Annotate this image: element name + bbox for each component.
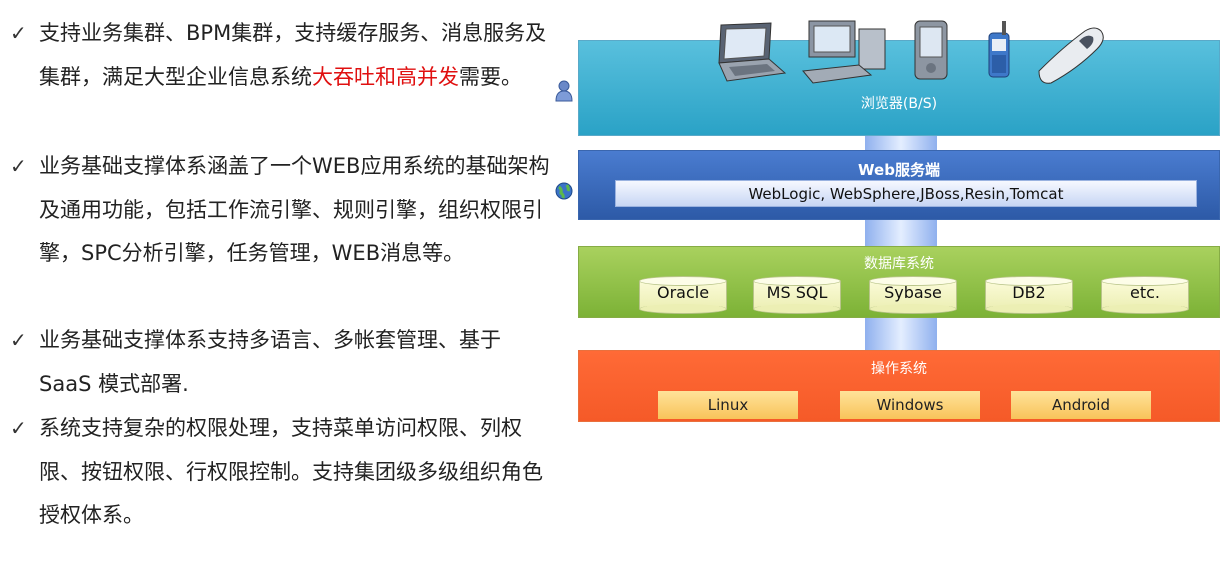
- user-icon: [553, 80, 575, 102]
- check-icon: ✓: [10, 416, 27, 440]
- web-server-layer: Web服务端 WebLogic, WebSphere,JBoss,Resin,T…: [578, 150, 1220, 220]
- database-label: Sybase: [884, 283, 942, 302]
- feature-bullet: ✓ 业务基础支撑体系涵盖了一个WEB应用系统的基础架构及通用功能，包括工作流引擎…: [8, 145, 567, 319]
- bullet-text-end: 需要。: [459, 64, 522, 89]
- os-layer: 操作系统 Linux Windows Android: [578, 350, 1220, 422]
- app-servers-box: WebLogic, WebSphere,JBoss,Resin,Tomcat: [615, 180, 1197, 207]
- check-icon: ✓: [10, 21, 27, 45]
- pda-icon: [914, 20, 948, 80]
- desktop-icon: [802, 20, 886, 84]
- connector-beam: [865, 132, 937, 154]
- database-layer: 数据库系统 Oracle MS SQL Sybase DB2 etc.: [578, 246, 1220, 318]
- bullet-text: 业务基础支撑体系涵盖了一个WEB应用系统的基础架构及通用功能，包括工作流引擎、规…: [39, 154, 550, 265]
- bullet-text: 业务基础支撑体系支持多语言、多帐套管理、基于SaaS 模式部署.: [39, 328, 501, 396]
- database-cylinder: MS SQL: [753, 276, 841, 314]
- check-icon: ✓: [10, 154, 27, 178]
- bullet-highlight: 大吞吐和高并发: [312, 64, 459, 89]
- database-cylinder: DB2: [985, 276, 1073, 314]
- architecture-diagram: 浏览器(B/S) Web服务端 WebLogic, WebSphere,JBos…: [553, 20, 1225, 436]
- database-label: MS SQL: [766, 283, 828, 302]
- web-layer-title: Web服务端: [858, 161, 940, 179]
- feature-bullet: ✓ 系统支持复杂的权限处理，支持菜单访问权限、列权 限、按钮权限、行权限控制。支…: [8, 407, 549, 538]
- mobile-phone-icon: [988, 21, 1010, 78]
- database-layer-title: 数据库系统: [864, 256, 934, 272]
- browser-layer-title: 浏览器(B/S): [860, 96, 938, 112]
- globe-icon: [553, 180, 575, 202]
- handheld-scanner-icon: [1038, 27, 1104, 84]
- feature-bullet: ✓ 支持业务集群、BPM集群，支持缓存服务、消息服务及集群，满足大型企业信息系统…: [8, 12, 549, 145]
- check-icon: ✓: [10, 328, 27, 352]
- laptop-icon: [718, 22, 787, 82]
- os-item: Windows: [840, 391, 980, 419]
- database-cylinder: etc.: [1101, 276, 1189, 314]
- database-label: Oracle: [656, 283, 710, 302]
- database-cylinder: Oracle: [639, 276, 727, 314]
- database-label: DB2: [1012, 283, 1046, 302]
- browser-layer: 浏览器(B/S): [578, 20, 1220, 136]
- connector-beam: [865, 218, 937, 250]
- os-layer-title: 操作系统: [871, 361, 927, 377]
- feature-bullet: ✓ 业务基础支撑体系支持多语言、多帐套管理、基于SaaS 模式部署.: [8, 319, 529, 407]
- os-item: Android: [1011, 391, 1151, 419]
- bullet-text: 支持业务集群、BPM集群，支持缓存服务、消息服务及集群，满足大型企业信息系统: [39, 21, 547, 89]
- database-cylinder: Sybase: [869, 276, 957, 314]
- bullet-text: 系统支持复杂的权限处理，支持菜单访问权限、列权 限、按钮权限、行权限控制。支持集…: [39, 416, 543, 527]
- feature-list: ✓ 支持业务集群、BPM集群，支持缓存服务、消息服务及集群，满足大型企业信息系统…: [8, 12, 568, 538]
- database-label: etc.: [1130, 283, 1160, 302]
- os-item: Linux: [658, 391, 798, 419]
- client-devices: [697, 19, 1167, 95]
- connector-beam: [865, 316, 937, 354]
